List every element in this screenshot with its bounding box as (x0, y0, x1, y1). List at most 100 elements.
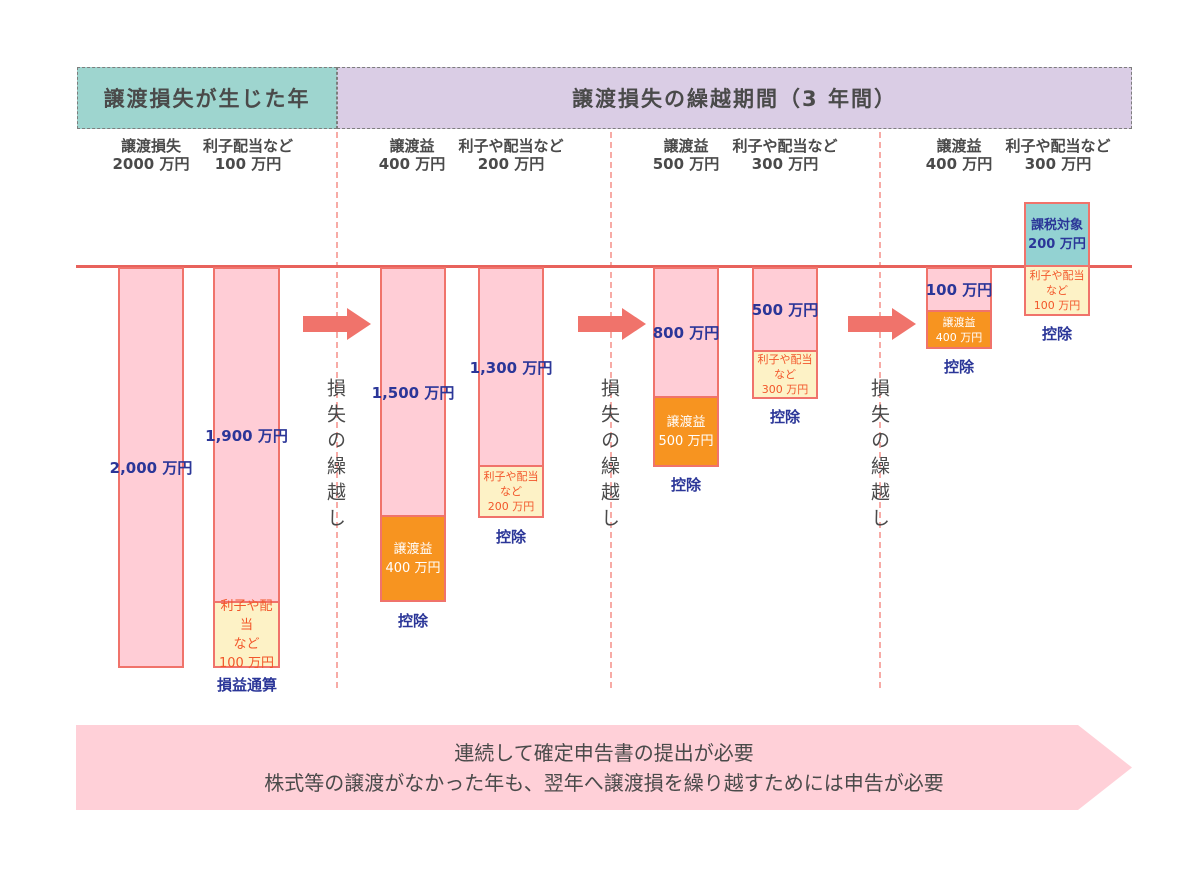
year-divider (879, 132, 881, 688)
caption-deduction: 控除 (670, 476, 701, 494)
column-label-loss: 譲渡損失 2000 万円 (86, 137, 216, 173)
column-label-interest-y3: 利子や配当など 300 万円 (720, 137, 850, 173)
interest-box: 利子や配当 など 100 万円 (1026, 267, 1088, 314)
arrow-body (578, 316, 622, 332)
taxable-box-line: 200 万円 (1028, 236, 1086, 252)
bar-value: 2,000 万円 (109, 459, 193, 477)
carryover-vertical-label: 損失の繰越し (598, 378, 620, 534)
interest-box: 利子や配当 など 100 万円 (215, 599, 278, 671)
year-divider (336, 132, 338, 688)
interest-box-line: など (500, 485, 522, 498)
carryover-arrow-icon (303, 308, 371, 340)
column-label-gain-y2: 譲渡益 400 万円 (347, 137, 477, 173)
arrow-head (347, 308, 371, 340)
gain-box-line: 譲渡益 (942, 315, 976, 329)
gain-box-line: 譲渡益 (666, 414, 706, 430)
interest-box: 利子や配当 など 200 万円 (480, 465, 542, 516)
bar-carry-500: 500 万円 利子や配当 など 300 万円 (752, 267, 818, 399)
header-loss-year-label: 譲渡損失が生じた年 (103, 87, 311, 111)
column-label-line: 譲渡益 (663, 137, 709, 155)
zero-baseline (76, 265, 1132, 268)
interest-box-line: 100 万円 (1033, 299, 1081, 312)
carryover-vertical-label: 損失の繰越し (324, 378, 346, 534)
column-label-line: 2000 万円 (112, 155, 190, 173)
carryover-arrow-icon (848, 308, 916, 340)
bar-loss-2000: 2,000 万円 (110, 267, 192, 668)
column-label-interest-y4: 利子や配当など 300 万円 (993, 137, 1123, 173)
column-label-line: 譲渡益 (936, 137, 982, 155)
column-label-line: 100 万円 (214, 155, 282, 173)
column-label-interest-y2: 利子や配当など 200 万円 (446, 137, 576, 173)
column-label-line: 利子や配当など (458, 137, 564, 155)
loss-segment: 1,300 万円 (470, 269, 552, 465)
bar-carry-800: 800 万円 譲渡益 500 万円 (653, 267, 719, 467)
loss-segment: 100 万円 (925, 269, 993, 310)
column-label-interest-y1: 利子配当など 100 万円 (183, 137, 313, 173)
caption-deduction: 控除 (1041, 325, 1072, 343)
gain-box-line: 譲渡益 (393, 541, 433, 557)
banner-line2: 株式等の譲渡がなかった年も、翌年へ譲渡損を繰り越すためには申告が必要 (264, 770, 944, 795)
caption-deduction: 控除 (397, 612, 428, 630)
banner-line1: 連続して確定申告書の提出が必要 (454, 740, 754, 765)
interest-box-line: 利子や配当 (757, 353, 813, 366)
interest-box-line: 利子や配当 (1029, 269, 1085, 282)
arrow-head (622, 308, 646, 340)
interest-box-line: 利子や配当 (220, 598, 273, 633)
bar-carry-1500: 1,500 万円 譲渡益 400 万円 (372, 267, 454, 602)
bar-loss-1900: 1,900 万円 利子や配当 など 100 万円 (205, 267, 288, 671)
caption-deduction: 控除 (495, 528, 526, 546)
column-label-line: 利子や配当など (1005, 137, 1111, 155)
column-label-line: 300 万円 (751, 155, 819, 173)
gain-box-line: 400 万円 (385, 560, 441, 576)
arrow-body (303, 316, 347, 332)
bar-value: 1,500 万円 (371, 383, 455, 402)
bar-value: 1,900 万円 (205, 426, 288, 445)
interest-box-line: 利子や配当 (483, 470, 539, 483)
caption-deduction: 控除 (943, 358, 974, 376)
bar-carry-1300: 1,300 万円 利子や配当 など 200 万円 (470, 267, 552, 518)
column-label-line: 500 万円 (652, 155, 720, 173)
interest-box: 利子や配当 など 300 万円 (754, 350, 816, 397)
bar-taxable-200: 課税対象 200 万円 利子や配当 など 100 万円 (1024, 202, 1090, 316)
filing-requirement-banner: 連続して確定申告書の提出が必要 株式等の譲渡がなかった年も、翌年へ譲渡損を繰り越… (76, 725, 1132, 810)
gain-box-line: 500 万円 (658, 433, 714, 449)
header-carryover-period: 譲渡損失の繰越期間（3 年間） (337, 67, 1132, 129)
column-label-line: 利子配当など (202, 137, 293, 155)
column-label-line: 300 万円 (1024, 155, 1092, 173)
loss-segment: 2,000 万円 (110, 269, 192, 666)
column-label-gain-y4: 譲渡益 400 万円 (894, 137, 1024, 173)
column-label-line: 200 万円 (477, 155, 545, 173)
interest-box-line: など (1046, 284, 1068, 297)
bar-value: 800 万円 (652, 324, 720, 342)
year-divider (610, 132, 612, 688)
gain-box-line: 400 万円 (935, 330, 983, 344)
interest-box-line: 100 万円 (219, 655, 274, 671)
column-label-gain-y3: 譲渡益 500 万円 (621, 137, 751, 173)
interest-box-line: 300 万円 (761, 383, 809, 396)
taxable-box-line: 課税対象 (1030, 217, 1083, 233)
carryover-vertical-label: 損失の繰越し (868, 378, 890, 534)
gain-box: 譲渡益 400 万円 (928, 310, 990, 347)
column-label-line: 譲渡益 (389, 137, 435, 155)
arrow-body (848, 316, 892, 332)
loss-segment: 1,900 万円 (205, 269, 288, 601)
column-label-line: 譲渡損失 (120, 137, 181, 155)
bar-value: 500 万円 (751, 301, 819, 319)
bar-value: 100 万円 (925, 281, 993, 299)
loss-segment: 1,500 万円 (372, 269, 454, 515)
interest-box-line: など (233, 636, 260, 652)
loss-segment: 500 万円 (751, 269, 819, 350)
taxable-box: 課税対象 200 万円 (1026, 204, 1088, 267)
bar-value: 1,300 万円 (469, 358, 553, 377)
loss-segment: 800 万円 (652, 269, 720, 396)
gain-box: 譲渡益 400 万円 (382, 515, 444, 600)
column-label-line: 利子や配当など (732, 137, 838, 155)
column-label-line: 400 万円 (925, 155, 993, 173)
header-carryover-period-label: 譲渡損失の繰越期間（3 年間） (572, 87, 897, 111)
column-label-line: 400 万円 (378, 155, 446, 173)
caption-deduction: 控除 (769, 408, 800, 426)
caption-netting: 損益通算 (216, 676, 277, 694)
header-loss-year: 譲渡損失が生じた年 (77, 67, 337, 129)
carryover-arrow-icon (578, 308, 646, 340)
